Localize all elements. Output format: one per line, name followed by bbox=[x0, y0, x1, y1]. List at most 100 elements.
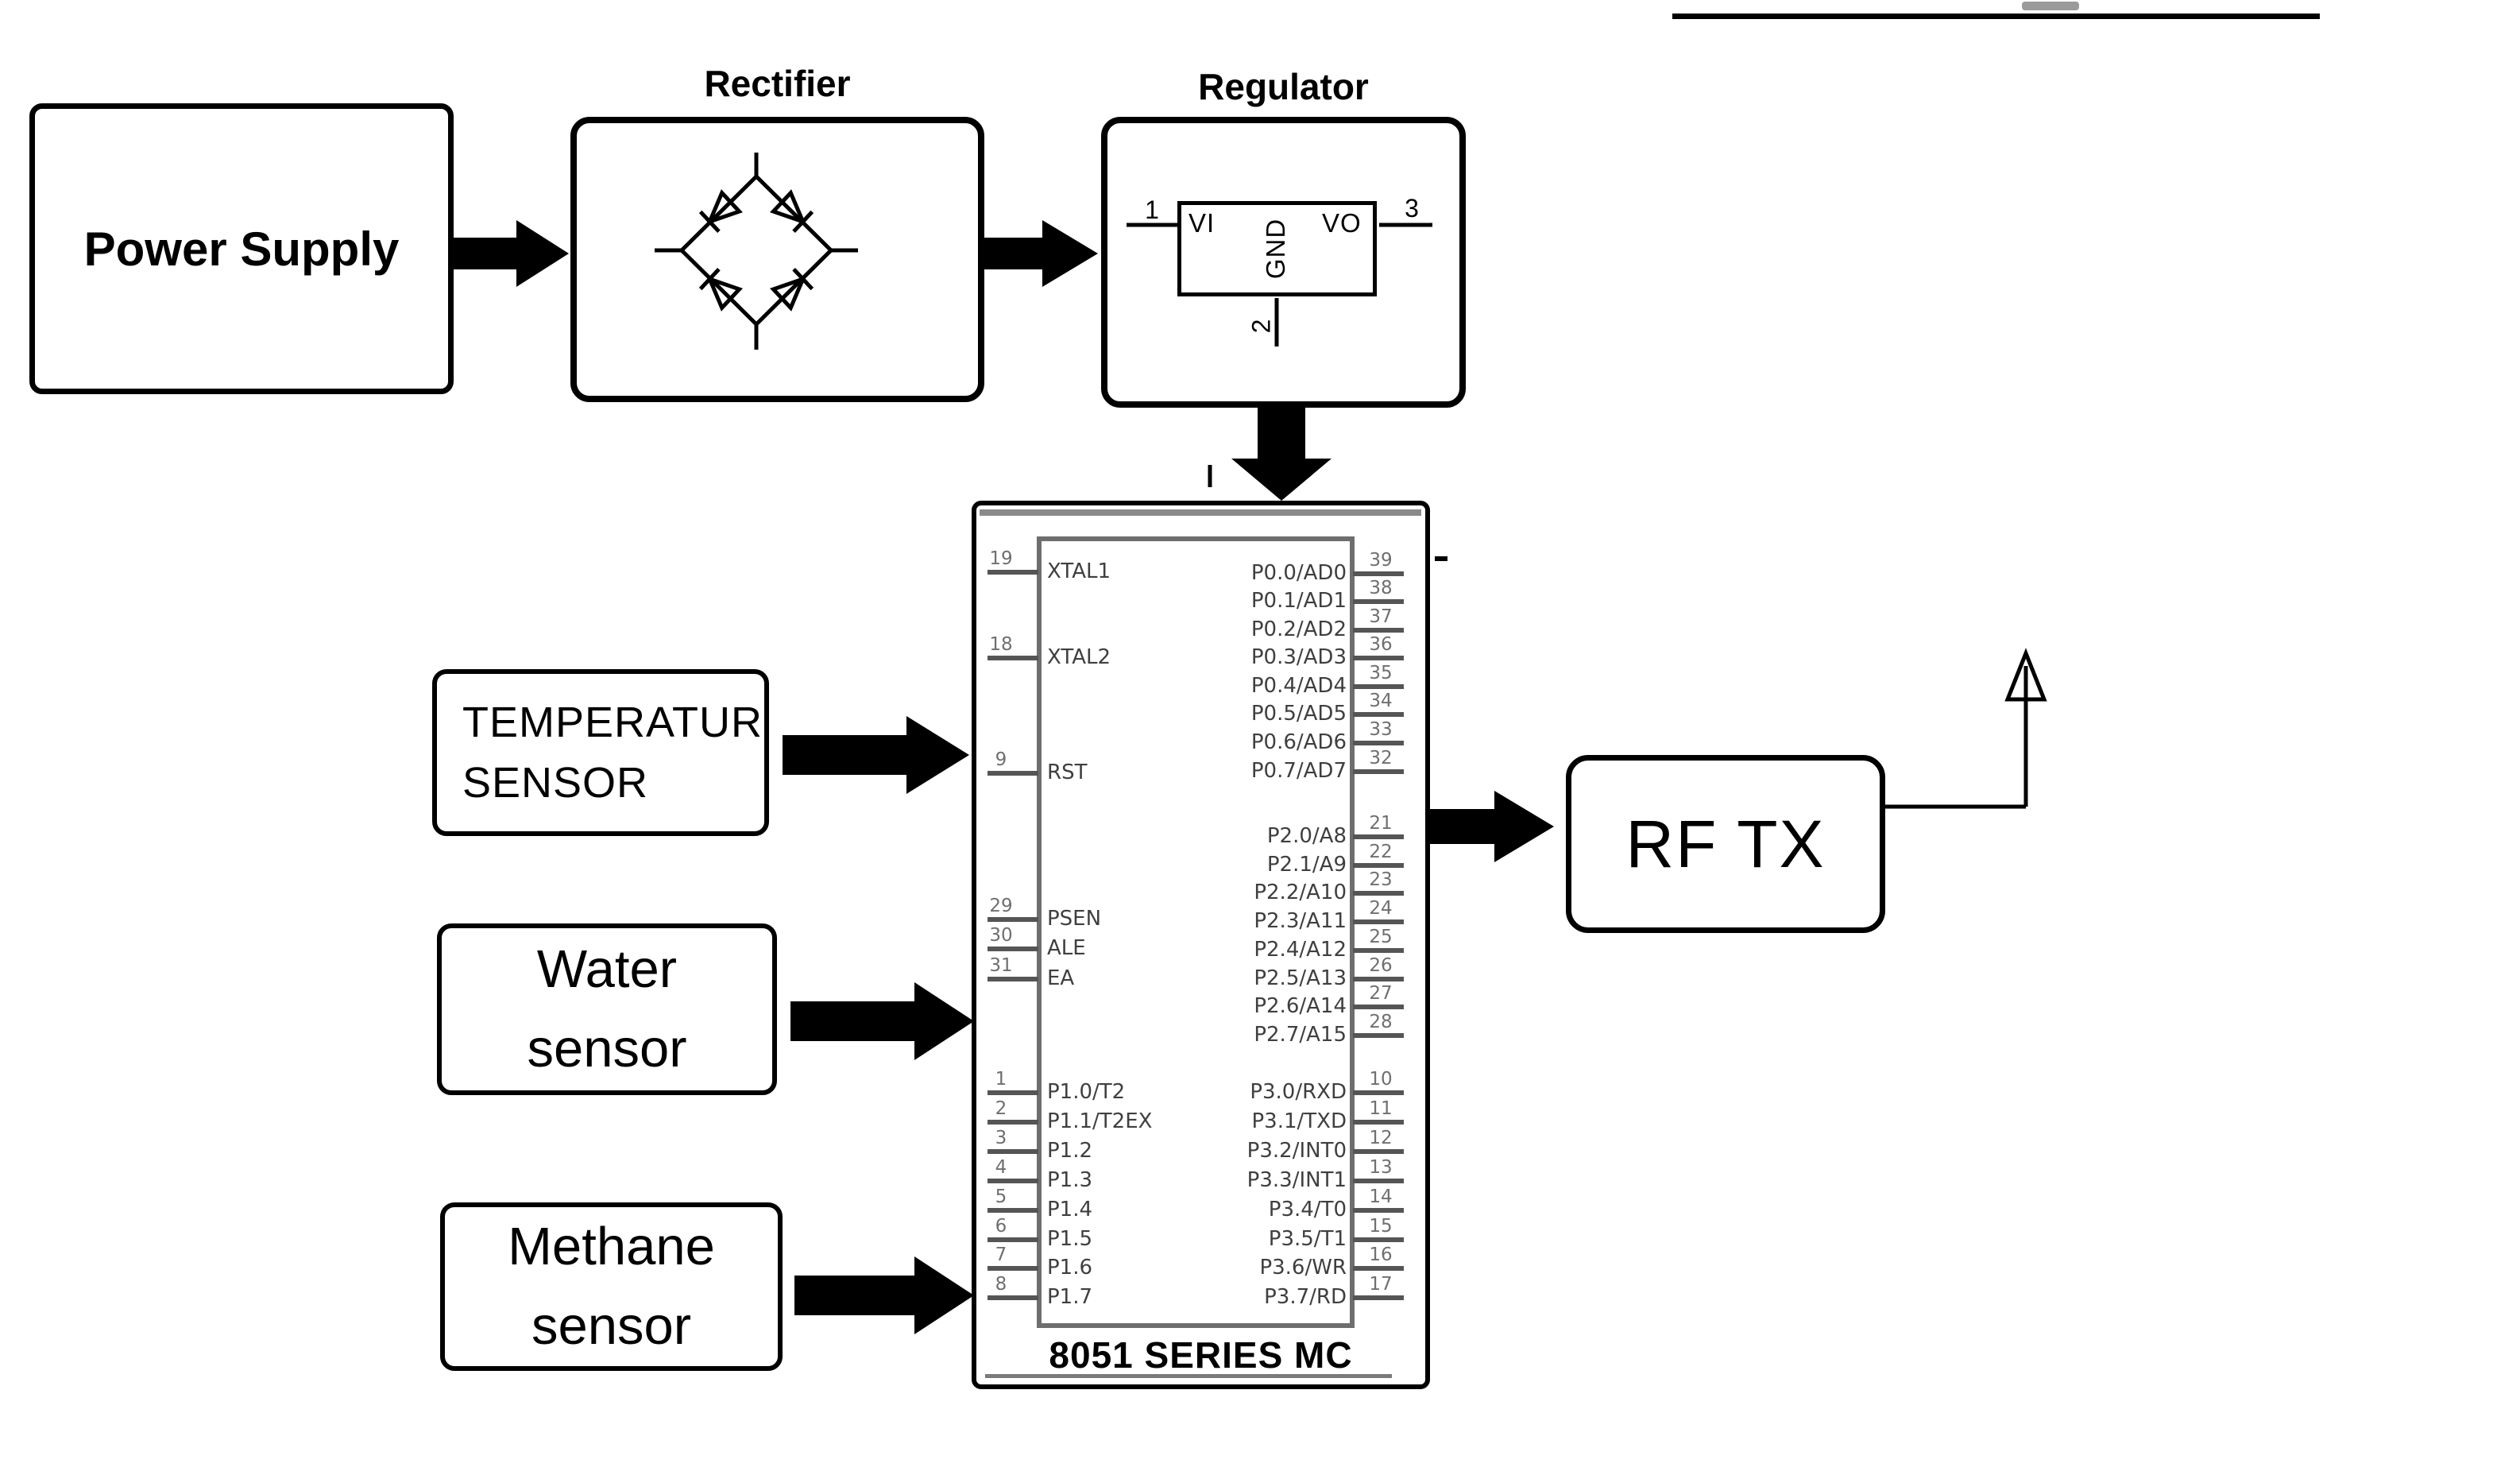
mcu-pin-number-right: 28 bbox=[1369, 1012, 1393, 1032]
mcu-pin-stub-left bbox=[988, 656, 1038, 660]
arrow-temperature-to-mcu bbox=[783, 716, 969, 794]
mcu-pin-stub-right bbox=[1353, 1120, 1404, 1125]
mcu-pin-stub-right bbox=[1353, 834, 1404, 839]
mcu-pin-number-right: 35 bbox=[1369, 663, 1393, 683]
mcu-pin-stub-right bbox=[1353, 1208, 1404, 1213]
mcu-pin-number-left: 4 bbox=[995, 1157, 1007, 1178]
mcu-pin-number-left: 31 bbox=[989, 955, 1013, 976]
rf-tx-block: RF TX bbox=[1566, 755, 1885, 933]
power-supply-label: Power Supply bbox=[83, 222, 400, 276]
mcu-pin-number-left: 18 bbox=[989, 634, 1013, 655]
mcu-pin-name-left: P1.0/T2 bbox=[1047, 1080, 1126, 1104]
mcu-pin-name-right: P0.2/AD2 bbox=[1250, 617, 1347, 641]
mcu-pin-name-right: P2.6/A14 bbox=[1254, 994, 1347, 1018]
regulator-pin2-number: 2 bbox=[1246, 319, 1276, 334]
mcu-pin-number-right: 15 bbox=[1369, 1216, 1393, 1237]
mcu-pin-name-right: P3.7/RD bbox=[1264, 1285, 1347, 1309]
regulator-gnd-label: GND bbox=[1261, 218, 1290, 280]
mcu-pin-number-right: 34 bbox=[1369, 691, 1393, 711]
regulator-pin3-number: 3 bbox=[1405, 194, 1419, 223]
mcu-pin-name-left: P1.1/T2EX bbox=[1047, 1109, 1153, 1133]
mcu-pin-name-left: PSEN bbox=[1047, 907, 1102, 931]
methane-sensor-line2: sensor bbox=[531, 1296, 692, 1356]
mcu-pin-name-left: P1.5 bbox=[1047, 1227, 1093, 1251]
mcu-pin-number-right: 24 bbox=[1369, 898, 1393, 919]
mcu-title: 8051 SERIES MC bbox=[1049, 1334, 1353, 1376]
regulator-block bbox=[1101, 117, 1466, 408]
mcu-pin-stub-left bbox=[988, 977, 1038, 981]
mcu-pin-name-left: XTAL2 bbox=[1047, 645, 1111, 669]
regulator-ic-body bbox=[1177, 201, 1377, 296]
mcu-pin-number-right: 12 bbox=[1369, 1128, 1393, 1148]
mcu-pin-number-right: 33 bbox=[1369, 719, 1393, 740]
mcu-pin-stub-right bbox=[1353, 769, 1404, 774]
mcu-pin-name-right: P0.6/AD6 bbox=[1250, 730, 1347, 754]
arrow-rectifier-to-regulator bbox=[979, 220, 1098, 287]
mcu-pin-name-left: ALE bbox=[1047, 936, 1086, 960]
mcu-pin-number-right: 23 bbox=[1369, 869, 1393, 890]
mcu-pin-stub-right bbox=[1353, 863, 1404, 868]
mcu-pin-number-left: 2 bbox=[995, 1098, 1007, 1119]
mcu-pin-number-right: 22 bbox=[1369, 842, 1393, 862]
mcu-pin-name-right: P2.1/A9 bbox=[1266, 853, 1347, 877]
mcu-pin-stub-left bbox=[988, 1149, 1038, 1154]
mcu-pin-number-right: 21 bbox=[1369, 813, 1393, 834]
mcu-pin-stub-right bbox=[1353, 1033, 1404, 1038]
mcu-pin-stub-right bbox=[1353, 891, 1404, 896]
top-rule-line bbox=[1672, 14, 2320, 19]
mcu-pin-stub-right bbox=[1353, 741, 1404, 745]
mcu-pin-number-right: 38 bbox=[1369, 578, 1393, 598]
mcu-pin-number-left: 3 bbox=[995, 1128, 1007, 1148]
mcu-pin-name-right: P2.0/A8 bbox=[1266, 824, 1347, 848]
mcu-pin-name-left: P1.7 bbox=[1047, 1285, 1093, 1309]
mcu-pin-number-left: 30 bbox=[989, 925, 1013, 946]
methane-sensor-line1: Methane bbox=[508, 1217, 715, 1276]
mcu-pin-number-right: 26 bbox=[1369, 955, 1393, 976]
regulator-vo-label: VO bbox=[1322, 208, 1362, 238]
mcu-pin-number-left: 5 bbox=[995, 1187, 1007, 1207]
rectifier-label: Rectifier bbox=[704, 63, 851, 104]
mcu-pin-name-right: P2.7/A15 bbox=[1254, 1023, 1347, 1047]
mcu-pin-stub-right bbox=[1353, 1179, 1404, 1183]
regulator-pin1-number: 1 bbox=[1145, 196, 1159, 224]
mcu-pin-stub-right bbox=[1353, 977, 1404, 981]
mcu-pin-stub-right bbox=[1353, 1295, 1404, 1300]
mcu-title-underline bbox=[985, 1374, 1392, 1378]
temperature-sensor-line1: TEMPERATUR bbox=[462, 699, 763, 746]
top-rule-smudge bbox=[2022, 2, 2079, 10]
mcu-pin-stub-right bbox=[1353, 1149, 1404, 1154]
mcu-pin-name-right: P0.0/AD0 bbox=[1250, 561, 1347, 585]
mcu-pin-stub-right bbox=[1353, 571, 1404, 576]
arrow-regulator-to-mcu bbox=[1231, 408, 1332, 501]
mcu-pin-number-right: 13 bbox=[1369, 1157, 1393, 1178]
mcu-pin-number-right: 11 bbox=[1369, 1098, 1393, 1119]
mcu-pin-number-right: 32 bbox=[1369, 748, 1393, 768]
mcu-pin-stub-right bbox=[1353, 628, 1404, 633]
mcu-pin-stub-right bbox=[1353, 684, 1404, 689]
mcu-pin-number-left: 9 bbox=[995, 749, 1007, 770]
mcu-pin-name-right: P0.5/AD5 bbox=[1250, 702, 1347, 726]
mcu-pin-stub-right bbox=[1353, 1237, 1404, 1242]
mcu-pin-name-left: RST bbox=[1047, 761, 1088, 784]
mcu-pin-name-right: P3.4/T0 bbox=[1268, 1198, 1347, 1221]
water-sensor-block: Water sensor bbox=[437, 923, 777, 1095]
mcu-pin-number-right: 37 bbox=[1369, 606, 1393, 627]
power-supply-block: Power Supply bbox=[29, 103, 454, 394]
mcu-pin-stub-right bbox=[1353, 599, 1404, 604]
mcu-pin-number-left: 29 bbox=[989, 896, 1013, 916]
water-sensor-line2: sensor bbox=[527, 1019, 687, 1078]
mcu-pin-number-left: 1 bbox=[995, 1069, 1007, 1090]
mcu-pin-number-left: 7 bbox=[995, 1245, 1007, 1265]
mcu-pin-number-left: 19 bbox=[989, 548, 1013, 569]
mcu-pin-name-left: P1.4 bbox=[1047, 1198, 1093, 1221]
mcu-pin-stub-right bbox=[1353, 1005, 1404, 1009]
regulator-label: Regulator bbox=[1198, 66, 1369, 107]
mcu-pin-stub-right bbox=[1353, 1266, 1404, 1271]
mcu-pin-name-right: P3.5/T1 bbox=[1268, 1227, 1347, 1251]
mcu-top-band bbox=[980, 509, 1421, 516]
mcu-pin-name-right: P0.3/AD3 bbox=[1250, 645, 1347, 669]
mcu-pin-number-right: 10 bbox=[1369, 1069, 1393, 1090]
mcu-pin-stub-right bbox=[1353, 919, 1404, 924]
mcu-pin-number-left: 8 bbox=[995, 1274, 1007, 1295]
